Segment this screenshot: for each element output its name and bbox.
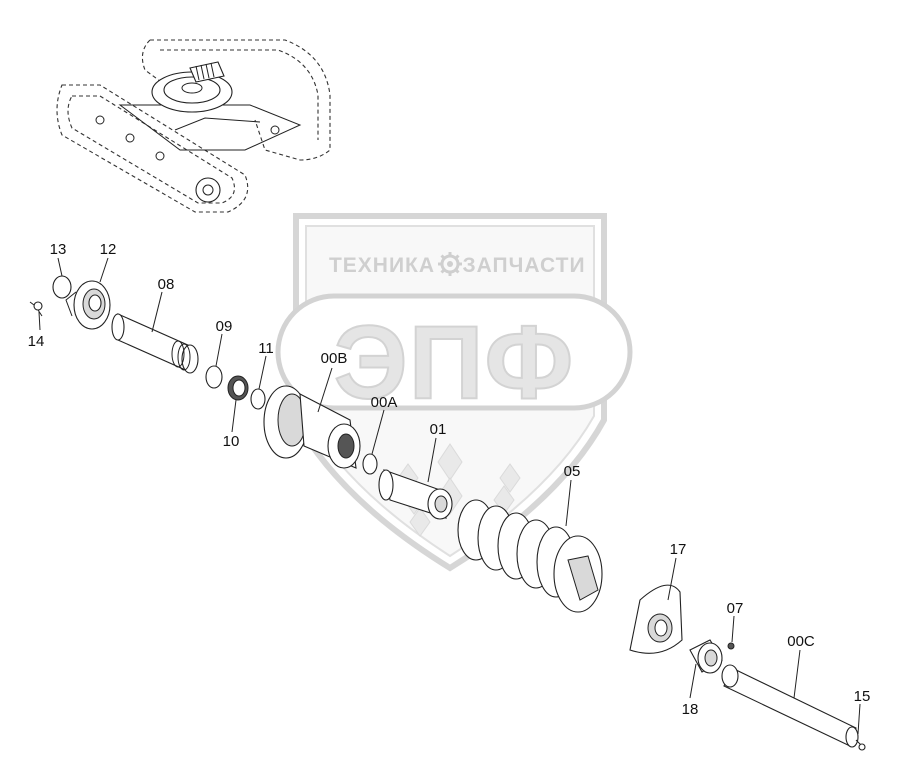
callout-18: 18 [682, 701, 699, 718]
part-idler-hub-00B [263, 385, 361, 469]
part-shaft-08 [111, 313, 199, 374]
watermark-word-left: ТЕХНИКА [329, 254, 435, 277]
watermark: ТЕХНИКА ЗАПЧАСТИ ЭПФ [275, 213, 633, 572]
callout-13: 13 [50, 241, 67, 258]
part-stopper-17 [629, 584, 683, 654]
watermark-logo-letters: ЭПФ [334, 305, 575, 421]
callout-10: 10 [223, 433, 240, 450]
callout-00B: 00B [321, 350, 348, 367]
part-recoil-spring-05 [457, 499, 603, 613]
watermark-word-right: ЗАПЧАСТИ [462, 254, 585, 277]
part-grease-fitting-15 [855, 739, 866, 751]
watermark-shield [293, 213, 607, 572]
gear-icon [438, 252, 462, 276]
callout-00A: 00A [371, 394, 398, 411]
callout-01: 01 [430, 421, 447, 438]
callout-15: 15 [854, 688, 871, 705]
part-o-ring-00A [362, 453, 378, 475]
part-o-ring-11 [250, 388, 266, 410]
part-rod-00C [721, 664, 859, 748]
callout-07: 07 [727, 600, 744, 617]
part-grease-fitting-14 [29, 301, 43, 317]
callout-08: 08 [158, 276, 175, 293]
excavator-undercarriage-illustration [56, 39, 331, 213]
part-bushing-01 [378, 469, 453, 520]
part-o-ring-13 [52, 275, 72, 299]
leader-lines [38, 257, 861, 735]
watermark-logo-band [275, 293, 633, 411]
callout-12: 12 [100, 241, 117, 258]
callout-14: 14 [28, 333, 45, 350]
callout-labels: 13 12 14 08 09 10 11 00B 00A 01 05 17 07… [28, 241, 871, 718]
idler-spring-icon [189, 61, 225, 83]
callout-11: 11 [258, 340, 274, 357]
callout-17: 17 [670, 541, 687, 558]
part-ring-10 [227, 375, 249, 401]
part-flange-12 [65, 280, 111, 330]
part-collar-09 [205, 365, 223, 389]
callout-00C: 00C [787, 633, 815, 650]
part-pin-07 [727, 642, 735, 650]
callout-05: 05 [564, 463, 581, 480]
part-nut-18 [689, 639, 723, 674]
callout-09: 09 [216, 318, 233, 335]
